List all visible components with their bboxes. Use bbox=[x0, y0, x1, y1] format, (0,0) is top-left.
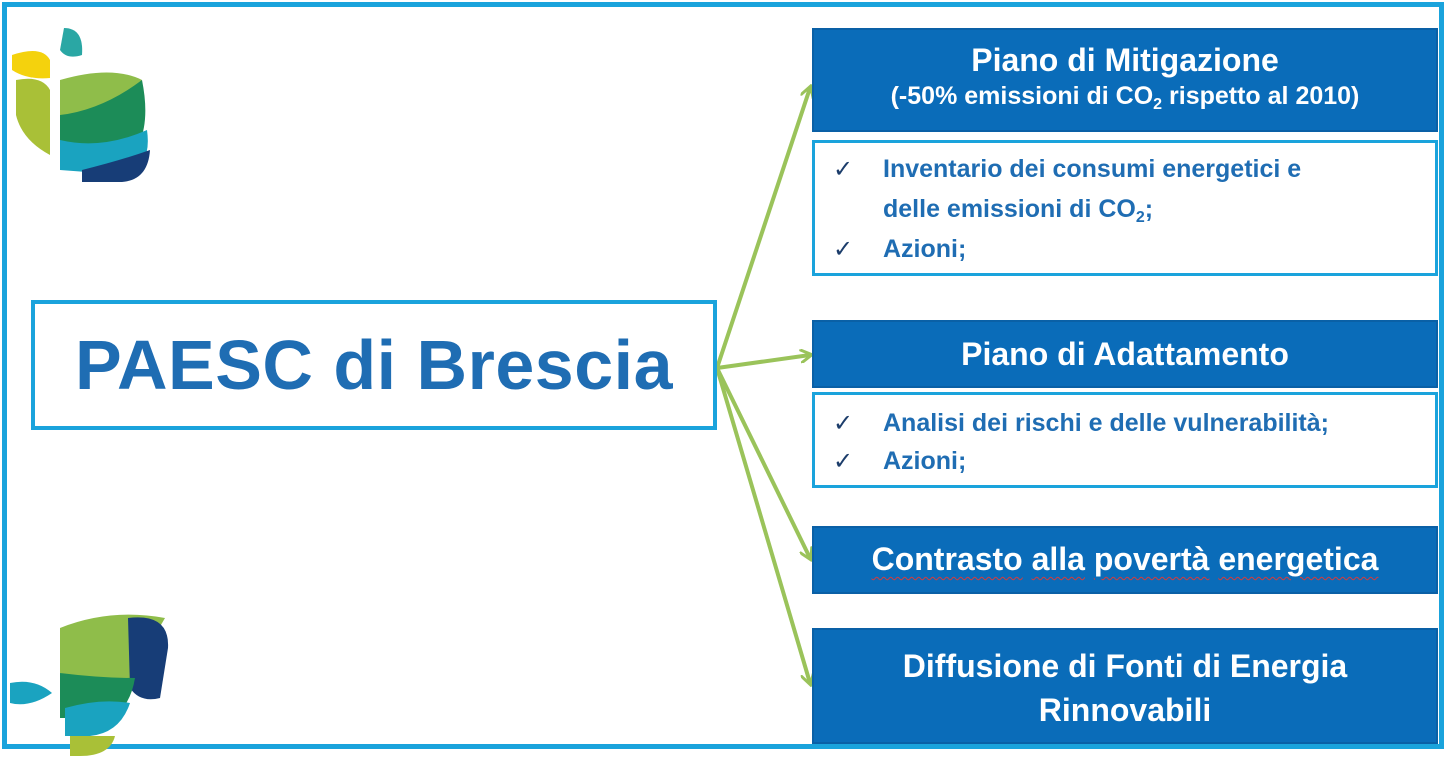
arrow-to-adattamento bbox=[716, 355, 810, 370]
logo-top-left bbox=[12, 28, 150, 182]
check-icon: ✓ bbox=[833, 156, 854, 183]
main-title: PAESC di Brescia bbox=[74, 326, 674, 404]
list-item-text: Inventario dei consumi energetici e bbox=[883, 155, 1302, 183]
mitigazione-subtitle: (-50% emissioni di CO2 rispetto al 2010) bbox=[890, 82, 1360, 113]
adattamento-title: Piano di Adattamento bbox=[961, 336, 1289, 372]
fonti-title-line1: Diffusione di Fonti di Energia bbox=[902, 648, 1348, 684]
adattamento-header: Piano di Adattamento bbox=[812, 320, 1438, 388]
check-icon: ✓ bbox=[833, 410, 854, 437]
list-item-text: delle emissioni di CO2; bbox=[883, 195, 1154, 226]
list-item-text: Analisi dei rischi e delle vulnerabilità… bbox=[883, 409, 1329, 437]
mitigazione-header: Piano di Mitigazione (-50% emissioni di … bbox=[812, 28, 1438, 132]
adattamento-list: ✓ Analisi dei rischi e delle vulnerabili… bbox=[812, 392, 1438, 488]
poverta-title: Contrasto alla povertà energetica bbox=[871, 541, 1379, 577]
check-icon: ✓ bbox=[833, 448, 854, 475]
list-item-text: Azioni; bbox=[883, 447, 967, 475]
list-item-text: Azioni; bbox=[883, 235, 967, 263]
poverta-box: Contrasto alla povertà energetica bbox=[812, 526, 1438, 594]
arrow-to-poverta bbox=[715, 367, 810, 558]
fonti-box: Diffusione di Fonti di Energia Rinnovabi… bbox=[812, 628, 1438, 744]
arrow-to-fonti bbox=[715, 367, 810, 683]
main-title-box: PAESC di Brescia bbox=[31, 300, 717, 430]
logo-bottom-left bbox=[10, 614, 169, 756]
mitigazione-list: ✓ Inventario dei consumi energetici e de… bbox=[812, 140, 1438, 276]
fonti-title-line2: Rinnovabili bbox=[1038, 692, 1212, 728]
check-icon: ✓ bbox=[833, 236, 854, 263]
mitigazione-title: Piano di Mitigazione bbox=[971, 42, 1279, 78]
arrow-to-mitigazione bbox=[715, 88, 810, 369]
slide-frame bbox=[2, 2, 1444, 749]
